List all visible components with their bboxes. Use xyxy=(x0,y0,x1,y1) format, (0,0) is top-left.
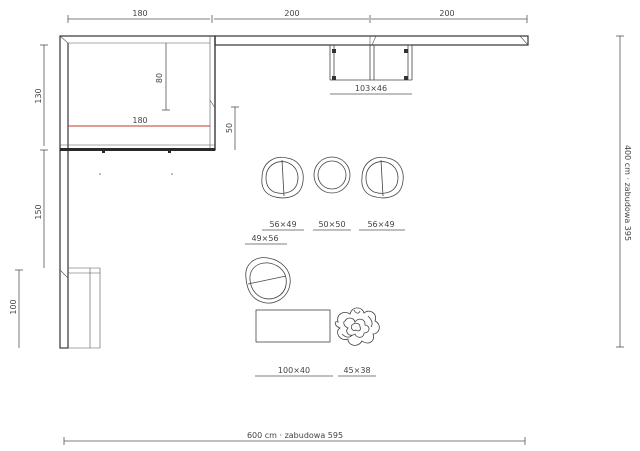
dim-chair-2-label: 50×50 xyxy=(318,220,345,229)
dim-top-200-a: 200 xyxy=(211,9,369,23)
chair-4 xyxy=(245,257,291,304)
bench xyxy=(255,309,331,343)
dim-chair-3: 56×49 xyxy=(359,220,405,231)
dim-left-150: 150 xyxy=(34,149,48,268)
dim-plant: 45×38 xyxy=(338,366,376,377)
dim-left-100: 100 xyxy=(9,269,23,348)
dim-bottom-total: 600 cm · zabudowa 595 xyxy=(63,431,526,445)
counter-edge xyxy=(60,148,215,153)
mark-dot xyxy=(171,173,173,175)
dim-chair-4-label: 49×56 xyxy=(251,234,278,243)
dim-chair-3-label: 56×49 xyxy=(367,220,394,229)
dim-top-200-b: 200 xyxy=(369,9,528,23)
dim-bench: 100×40 xyxy=(255,366,333,377)
dim-inner-80: 80 xyxy=(155,43,170,111)
dim-left-100-label: 100 xyxy=(9,299,18,314)
dim-inner-50-label: 50 xyxy=(225,123,234,133)
dim-plant-label: 45×38 xyxy=(343,366,370,375)
mark-dot xyxy=(99,173,101,175)
dim-top-200-a-label: 200 xyxy=(284,9,299,18)
chair-2 xyxy=(313,156,351,194)
hanging-rack xyxy=(329,44,413,81)
dim-top-180-label: 180 xyxy=(132,9,147,18)
dim-rack: 103×46 xyxy=(330,84,412,95)
chair-3 xyxy=(361,156,404,199)
dim-chair-1-label: 56×49 xyxy=(269,220,296,229)
plant xyxy=(334,307,380,346)
dim-left-130-label: 130 xyxy=(34,88,43,103)
dim-left-150-label: 150 xyxy=(34,204,43,219)
dim-top-200-b-label: 200 xyxy=(439,9,454,18)
dim-chair-2: 50×50 xyxy=(313,220,351,231)
cabinet-left xyxy=(59,149,101,349)
dim-top-180: 180 xyxy=(67,9,210,23)
cabinet-top-left xyxy=(59,35,216,151)
chair-1 xyxy=(261,156,304,199)
dim-chair-1: 56×49 xyxy=(262,220,304,231)
dim-inner-180-label: 180 xyxy=(132,116,147,125)
dim-inner-180: 180 xyxy=(68,116,210,127)
dim-left-130: 130 xyxy=(34,44,48,146)
dim-inner-50: 50 xyxy=(225,106,239,150)
dim-rack-label: 103×46 xyxy=(355,84,387,93)
cabinet-top-right xyxy=(214,35,529,46)
dim-right-total-label: 400 cm · zabudowa 395 xyxy=(623,145,632,241)
dim-bench-label: 100×40 xyxy=(278,366,310,375)
dim-bottom-total-label: 600 cm · zabudowa 595 xyxy=(247,431,343,440)
dim-chair-4: 49×56 xyxy=(245,234,287,245)
dim-inner-80-label: 80 xyxy=(155,73,164,83)
dim-right-total: 400 cm · zabudowa 395 xyxy=(616,35,632,348)
